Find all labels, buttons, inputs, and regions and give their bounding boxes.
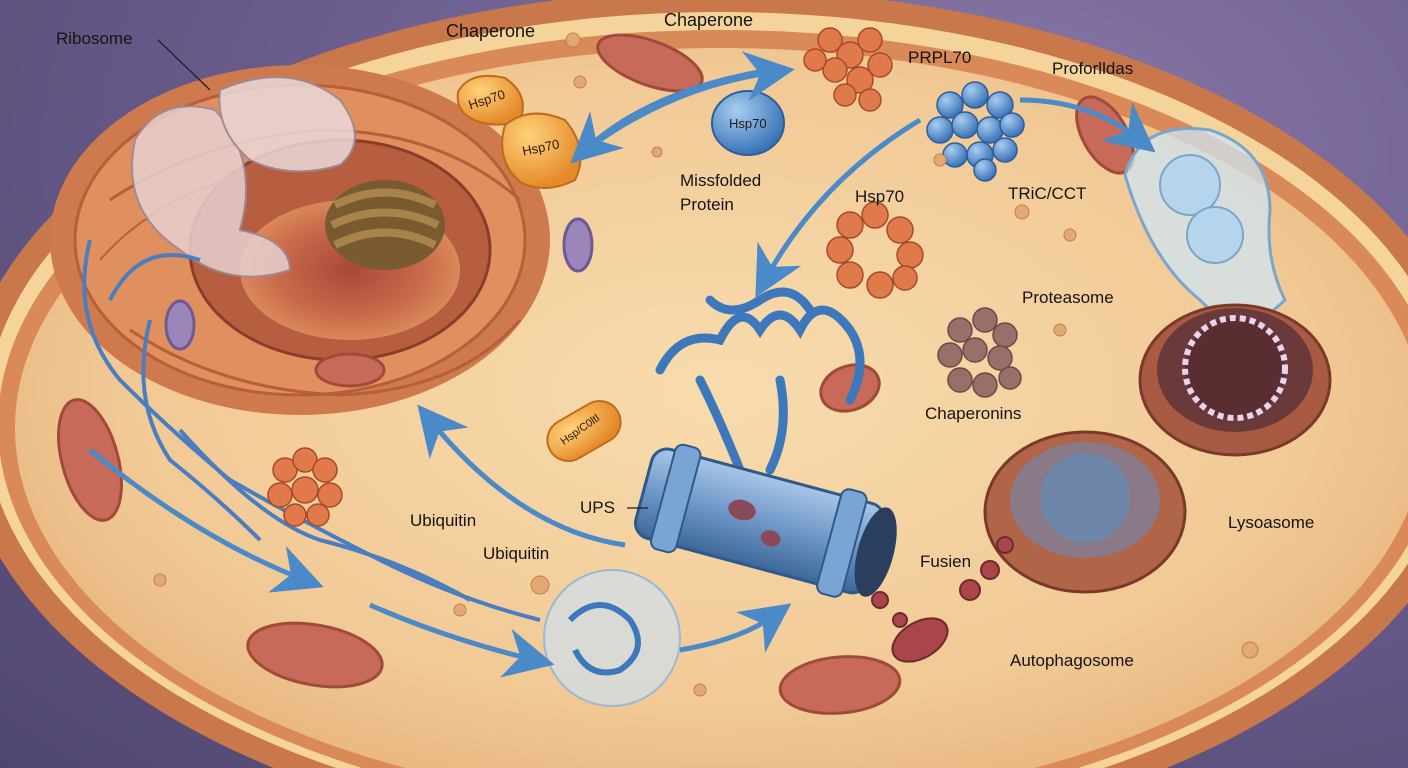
label-hsp70-blue: Hsp70 <box>729 116 767 131</box>
label-prpl70: PRPL70 <box>908 48 972 67</box>
label-ubiquitin-2: Ubiquitin <box>483 544 550 563</box>
ups-proteasome-barrel <box>634 443 897 598</box>
label-chaperonins: Chaperonins <box>925 404 1022 423</box>
label-chaperone-top: Chaperone <box>664 10 754 30</box>
autophagosome <box>871 536 1014 663</box>
golgi-coil <box>325 180 445 270</box>
label-tric-cct: TRiC/CCT <box>1008 184 1087 203</box>
protein-strands <box>82 239 541 622</box>
lysosome-structures <box>983 303 1332 594</box>
label-ups: UPS <box>580 498 615 517</box>
label-missfolded-line1: Missfolded <box>680 171 762 190</box>
label-ubiquitin-1: Ubiquitin <box>410 511 477 530</box>
chaperone-clusters <box>267 27 924 527</box>
label-missfolded-line2: Protein <box>680 195 734 214</box>
label-proforlldas: Proforlldas <box>1052 59 1134 78</box>
label-proteasome: Proteasome <box>1022 288 1114 307</box>
organelles <box>57 33 1135 715</box>
aggregate-vesicle <box>543 569 681 707</box>
label-fusien: Fusien <box>920 552 972 571</box>
hsp70-orange-chaperones <box>456 74 622 462</box>
label-chaperone-left: Chaperone <box>446 21 536 41</box>
autophagic-vesicle <box>1123 127 1287 343</box>
leader-lines <box>157 39 648 509</box>
prpl70-cluster <box>926 81 1025 182</box>
label-ribosome: Ribosome <box>56 29 133 48</box>
label-autophagosome: Autophagosome <box>1010 651 1134 670</box>
vesicle-dots <box>153 32 1259 697</box>
pathway-arrows <box>88 51 1156 678</box>
chaperonin-ball <box>937 307 1022 398</box>
label-hsp70-center: Hsp70 <box>855 187 905 206</box>
label-lysoasome: Lysoasome <box>1228 513 1315 532</box>
ribosome <box>131 76 356 278</box>
